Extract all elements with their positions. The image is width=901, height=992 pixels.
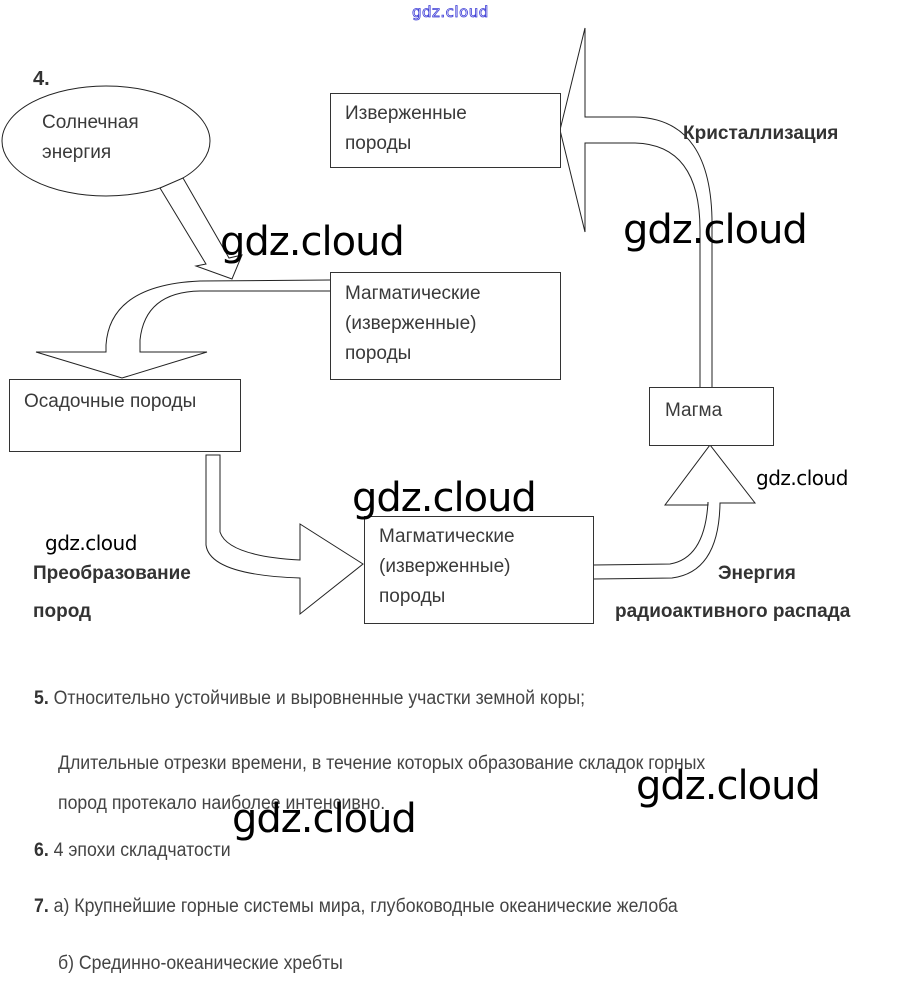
magma-box: Магма: [649, 387, 774, 446]
transformation-arrow: [205, 454, 364, 616]
solar-arrow: [159, 177, 243, 280]
watermark: gdz.cloud: [45, 531, 137, 555]
crystallization-arrow: [559, 27, 713, 387]
magmatic-rocks-box-bottom: Магматические (изверженные) породы: [364, 516, 594, 624]
radioactive-arrow: [592, 444, 757, 580]
watermark: gdz.cloud: [352, 475, 537, 521]
weathering-arrow: [35, 279, 331, 379]
watermark: gdz.cloud: [623, 207, 808, 253]
watermark: gdz.cloud: [636, 763, 821, 809]
igneous-rocks-box: Изверженные породы: [330, 93, 561, 168]
radioactive-decay-label: Энергия радиоактивного распада: [615, 563, 851, 622]
answer-7b: б) Срединно-океанические хребты: [58, 953, 343, 974]
sedimentary-rocks-box: Осадочные породы: [9, 379, 241, 452]
answer-5: 5. Относительно устойчивые и выровненные…: [34, 688, 586, 709]
watermark: gdz.cloud: [220, 219, 405, 265]
transformation-label: Преобразование пород: [33, 563, 191, 622]
solar-energy-ellipse: [1, 85, 211, 197]
watermark: gdz.cloud: [756, 466, 848, 490]
watermark: gdz.cloud: [232, 796, 417, 842]
magmatic-rocks-box-middle: Магматические (изверженные) породы: [330, 272, 561, 380]
solar-energy-label: Солнечная энергия: [42, 112, 139, 163]
crystallization-label: Кристаллизация: [683, 123, 839, 144]
answer-7a: 7. а) Крупнейшие горные системы мира, гл…: [34, 896, 678, 917]
answer-6: 6. 4 эпохи складчатости: [34, 840, 231, 861]
header-watermark: gdz.cloud: [412, 3, 489, 22]
answer-5-continued: Длительные отрезки времени, в течение ко…: [58, 753, 706, 814]
question-4-number: 4.: [33, 68, 50, 90]
